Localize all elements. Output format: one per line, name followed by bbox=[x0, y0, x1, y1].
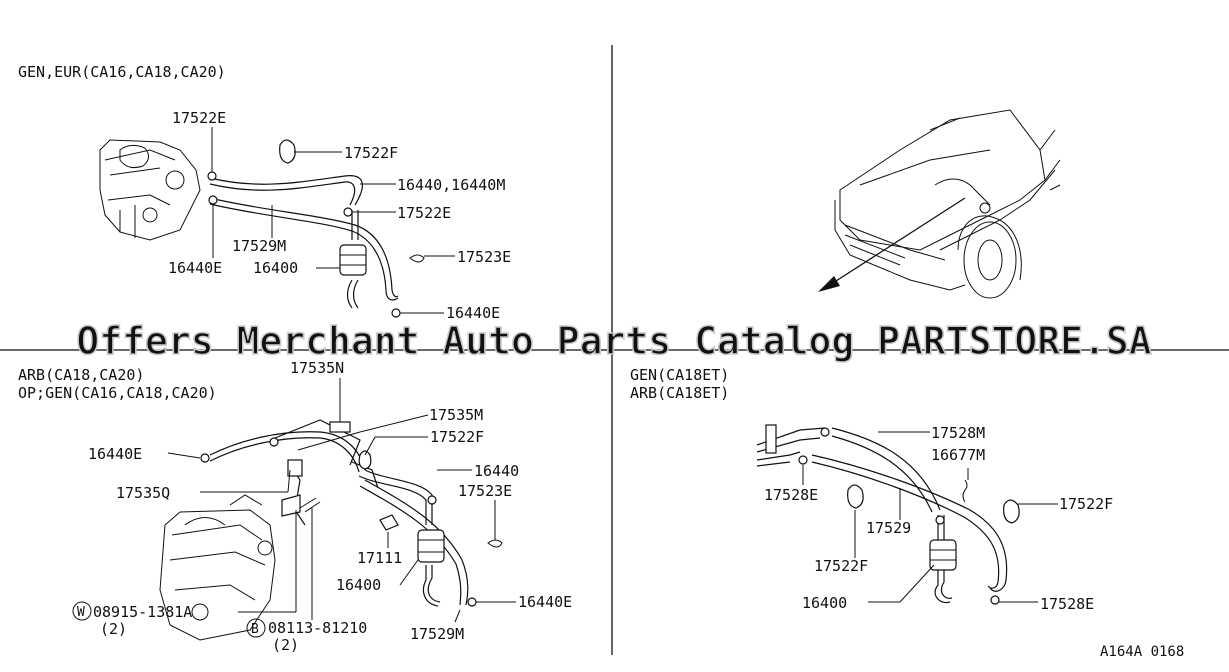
label-17529: 17529 bbox=[866, 519, 911, 537]
label-17523e-bottom: 17523E bbox=[458, 482, 512, 500]
symbol-b: B bbox=[251, 622, 259, 637]
section-bottom-left: ARB(CA18,CA20) OP;GEN(CA16,CA18,CA20) bbox=[18, 359, 572, 654]
clamp-17528e-bottom bbox=[990, 595, 1000, 605]
part-08113-81210: 08113-81210 bbox=[268, 619, 367, 637]
part-17111 bbox=[379, 514, 399, 531]
label-16400-bottom: 16400 bbox=[336, 576, 381, 594]
clamp-17522e-mid bbox=[343, 207, 353, 217]
label-16440-16440m: 16440,16440M bbox=[397, 176, 505, 194]
clamp-17528e-top bbox=[798, 455, 808, 465]
label-16400: 16400 bbox=[253, 259, 298, 277]
label-17522f-left: 17522F bbox=[814, 557, 868, 575]
clamp-17528m bbox=[820, 427, 830, 437]
clamp-16440e-top bbox=[208, 195, 218, 205]
label-17529m-bottom: 17529M bbox=[410, 625, 464, 643]
label-17535n: 17535N bbox=[290, 359, 344, 377]
fastener-b: B 08113-81210 (2) bbox=[246, 618, 367, 654]
circle-symbol-w bbox=[72, 601, 92, 621]
clamp-17522f-top bbox=[279, 139, 296, 164]
fastener-w: W 08915-1381A (2) bbox=[72, 601, 192, 638]
clamp-top bbox=[269, 437, 279, 447]
label-16400-right: 16400 bbox=[802, 594, 847, 612]
symbol-w: W bbox=[77, 605, 85, 620]
engine-sketch-bottom bbox=[159, 494, 276, 641]
label-16677m: 16677M bbox=[931, 446, 985, 464]
label-16440e-b: 16440E bbox=[446, 304, 500, 322]
engine-sketch-top bbox=[99, 139, 201, 241]
clip-17523e-top bbox=[409, 254, 425, 263]
clip-16677m bbox=[962, 479, 968, 503]
section-header-bottom-left-1: ARB(CA18,CA20) bbox=[18, 366, 144, 384]
part-08915-1381a: 08915-1381A bbox=[93, 603, 192, 621]
clamp-17522f-left bbox=[847, 484, 864, 509]
arrow-head bbox=[818, 276, 840, 292]
label-16440e-left: 16440E bbox=[88, 445, 142, 463]
label-17535q: 17535Q bbox=[116, 484, 170, 502]
clamp-16677m bbox=[935, 515, 945, 525]
label-17522e-a: 17522E bbox=[172, 109, 226, 127]
label-17535m: 17535M bbox=[429, 406, 483, 424]
clamp-17522f-right bbox=[1003, 499, 1020, 524]
fuel-filter-bottom bbox=[417, 529, 445, 563]
section-top-left: GEN,EUR(CA16,CA18,CA20) bbox=[18, 63, 511, 322]
circle-symbol-b bbox=[246, 618, 266, 638]
label-17522f-bottom: 17522F bbox=[430, 428, 484, 446]
label-17522e-b: 17522E bbox=[397, 204, 451, 222]
location-arrow bbox=[821, 197, 966, 291]
qty-w: (2) bbox=[100, 620, 127, 638]
label-17523e: 17523E bbox=[457, 248, 511, 266]
section-header-bottom-right-2: ARB(CA18ET) bbox=[630, 384, 729, 402]
section-header-bottom-right-1: GEN(CA18ET) bbox=[630, 366, 729, 384]
label-17522f: 17522F bbox=[344, 144, 398, 162]
label-16440e-bottom: 16440E bbox=[518, 593, 572, 611]
fuel-filter-right bbox=[929, 539, 957, 571]
clip-17523e-bottom bbox=[487, 539, 503, 548]
label-17522f-right: 17522F bbox=[1059, 495, 1113, 513]
fuel-filter-top bbox=[339, 244, 367, 276]
label-17528m: 17528M bbox=[931, 424, 985, 442]
section-header-bottom-left-2: OP;GEN(CA16,CA18,CA20) bbox=[18, 384, 217, 402]
section-top-right-car bbox=[818, 109, 1061, 299]
label-17528e-bottom: 17528E bbox=[1040, 595, 1094, 613]
clamp-17522f-bottom bbox=[358, 450, 372, 470]
bracket-17535q bbox=[287, 459, 303, 477]
label-16440e-a: 16440E bbox=[168, 259, 222, 277]
bracket-17535n bbox=[329, 421, 351, 433]
label-17111: 17111 bbox=[357, 549, 402, 567]
clamp-16440e-bottom bbox=[391, 308, 401, 318]
clamp-16440e-bottom bbox=[467, 597, 477, 607]
label-17528e-top: 17528E bbox=[764, 486, 818, 504]
bracket-plate bbox=[281, 494, 301, 517]
label-16440-bottom: 16440 bbox=[474, 462, 519, 480]
section-bottom-right: GEN(CA18ET) ARB(CA18ET) 17528M bbox=[630, 366, 1113, 613]
figure-code: A164A 0168 bbox=[1100, 644, 1184, 660]
label-17529m: 17529M bbox=[232, 237, 286, 255]
section-header-top-left: GEN,EUR(CA16,CA18,CA20) bbox=[18, 63, 226, 81]
clamp-16440e-left bbox=[200, 453, 210, 463]
clamp-17522e-top bbox=[207, 171, 217, 181]
watermark: Offers Merchant Auto Parts Catalog PARTS… bbox=[76, 319, 1151, 363]
clamp-16440 bbox=[427, 495, 437, 505]
qty-b: (2) bbox=[272, 636, 299, 654]
pipe-bracket bbox=[765, 424, 777, 454]
